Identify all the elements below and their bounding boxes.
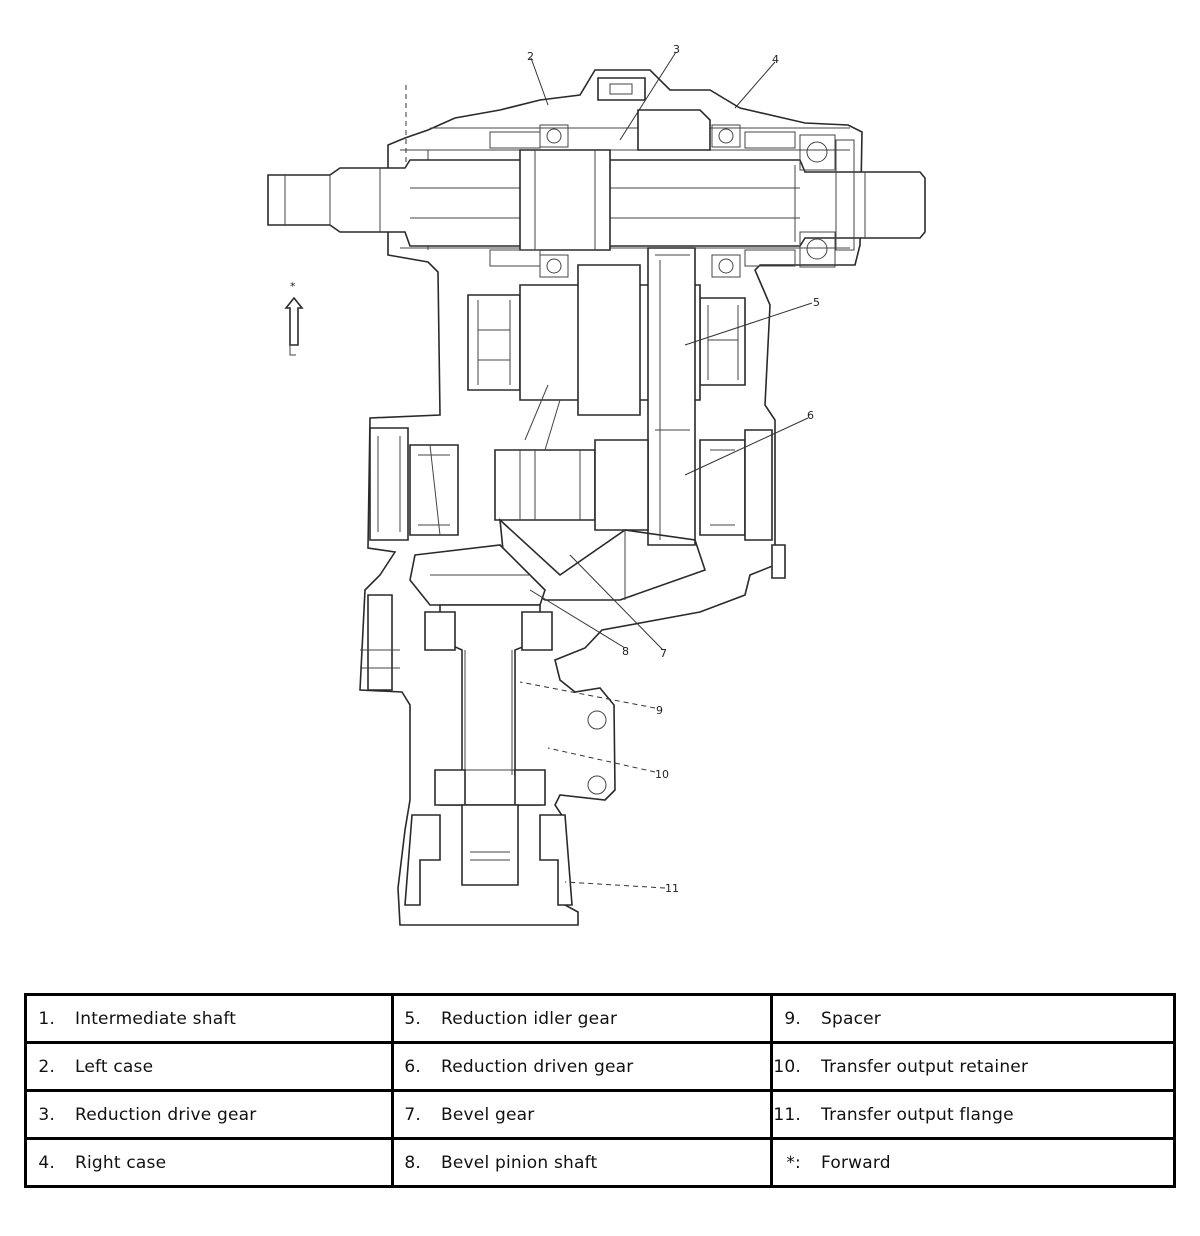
legend-label: Reduction drive gear bbox=[75, 1104, 257, 1125]
callout-9: 9 bbox=[656, 704, 663, 717]
parts-legend-table: 1. Intermediate shaft 5. Reduction idler g… bbox=[24, 993, 1176, 1188]
case-tab bbox=[771, 544, 786, 579]
forward-marker: * bbox=[290, 280, 296, 293]
forward-arrow: * bbox=[284, 280, 304, 356]
legend-number: 2. bbox=[38, 1056, 55, 1077]
legend-row: 3. Reduction drive gear 7. Bevel gear 11. T… bbox=[24, 1089, 1176, 1140]
legend-label: Bevel gear bbox=[441, 1104, 535, 1125]
leader-lines bbox=[405, 51, 813, 889]
legend-number: 5. bbox=[404, 1008, 421, 1029]
legend-label: Intermediate shaft bbox=[75, 1008, 237, 1029]
legend-number: 4. bbox=[38, 1152, 55, 1173]
legend-row: 2. Left case 6. Reduction driven gear 10. T… bbox=[24, 1041, 1176, 1092]
legend-cell: 3. Reduction drive gear bbox=[24, 1089, 394, 1140]
legend-cell: 11. Transfer output flange bbox=[770, 1089, 1176, 1140]
legend-cell: 7. Bevel gear bbox=[391, 1089, 773, 1140]
legend-label: Right case bbox=[75, 1152, 167, 1173]
legend-label: Reduction driven gear bbox=[441, 1056, 634, 1077]
legend-number: 1. bbox=[38, 1008, 55, 1029]
legend-number: *: bbox=[786, 1152, 801, 1173]
callout-10: 10 bbox=[655, 768, 669, 781]
legend-cell: 6. Reduction driven gear bbox=[391, 1041, 773, 1092]
legend-label: Spacer bbox=[821, 1008, 881, 1029]
legend-row: 4. Right case 8. Bevel pinion shaft *: Forw… bbox=[24, 1137, 1176, 1188]
legend-label: Left case bbox=[75, 1056, 154, 1077]
reduction-driven-gear-section bbox=[369, 384, 773, 606]
callout-11: 11 bbox=[665, 882, 679, 895]
legend-cell: 2. Left case bbox=[24, 1041, 394, 1092]
callout-2: 2 bbox=[527, 50, 534, 63]
legend-label: Transfer output retainer bbox=[821, 1056, 1029, 1077]
callout-3: 3 bbox=[673, 43, 680, 56]
legend-cell: 8. Bevel pinion shaft bbox=[391, 1137, 773, 1188]
reduction-idler-gear-section bbox=[467, 247, 746, 546]
callout-8: 8 bbox=[622, 645, 629, 658]
callout-4: 4 bbox=[772, 53, 779, 66]
legend-cell: 9. Spacer bbox=[770, 993, 1176, 1044]
upper-housing bbox=[267, 69, 926, 926]
legend-label: Bevel pinion shaft bbox=[441, 1152, 598, 1173]
callout-6: 6 bbox=[807, 409, 814, 422]
callout-labels: 2 3 4 5 6 7 8 9 10 11 bbox=[527, 43, 820, 895]
legend-label: Transfer output flange bbox=[821, 1104, 1014, 1125]
legend-number: 8. bbox=[404, 1152, 421, 1173]
legend-number: 10. bbox=[773, 1056, 801, 1077]
legend-cell: 10. Transfer output retainer bbox=[770, 1041, 1176, 1092]
legend-number: 9. bbox=[784, 1008, 801, 1029]
callout-7: 7 bbox=[660, 647, 667, 660]
legend-label: Reduction idler gear bbox=[441, 1008, 618, 1029]
pinion-shaft-section bbox=[360, 594, 607, 906]
legend-number: 3. bbox=[38, 1104, 55, 1125]
legend-number: 6. bbox=[404, 1056, 421, 1077]
legend-label: Forward bbox=[821, 1152, 891, 1173]
legend-cell: *: Forward bbox=[770, 1137, 1176, 1188]
legend-cell: 1. Intermediate shaft bbox=[24, 993, 394, 1044]
legend-number: 7. bbox=[404, 1104, 421, 1125]
callout-5: 5 bbox=[813, 296, 820, 309]
legend-cell: 4. Right case bbox=[24, 1137, 394, 1188]
legend-number: 11. bbox=[773, 1104, 801, 1125]
legend-cell: 5. Reduction idler gear bbox=[391, 993, 773, 1044]
legend-row: 1. Intermediate shaft 5. Reduction idler g… bbox=[24, 993, 1176, 1044]
transfer-assembly-diagram: 2 3 4 5 6 7 8 9 10 11 * bbox=[267, 43, 926, 926]
